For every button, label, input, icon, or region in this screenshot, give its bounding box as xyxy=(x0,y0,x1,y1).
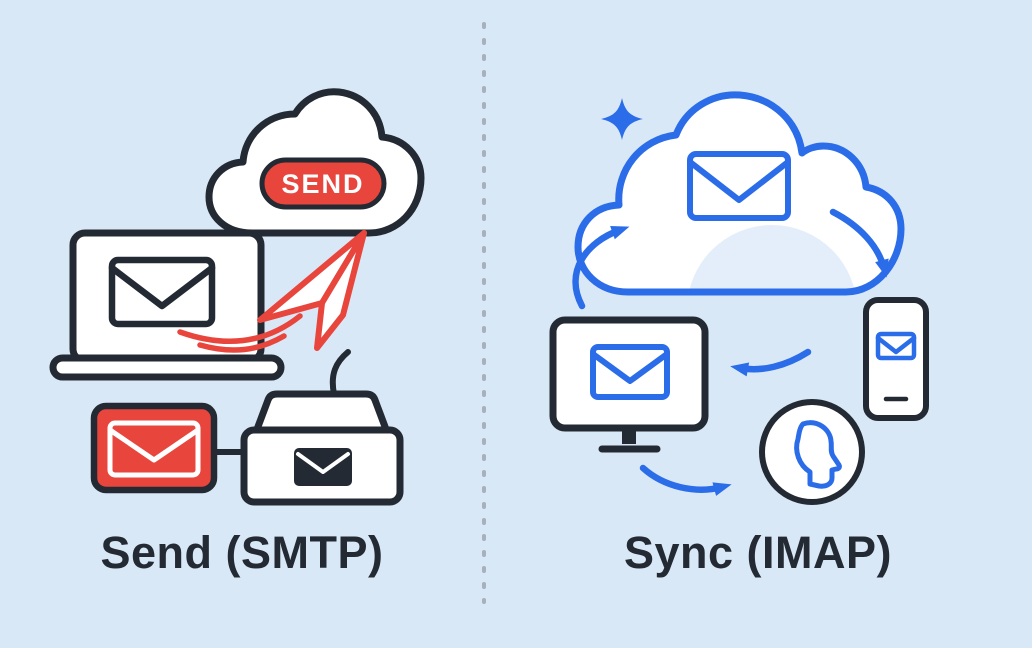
user-avatar-icon xyxy=(759,399,865,505)
imap-illustration xyxy=(549,91,929,505)
sync-arrow-up-icon xyxy=(572,226,630,310)
laptop-base xyxy=(49,354,285,381)
inbox-tray-icon xyxy=(240,390,404,506)
smtp-caption: Send (SMTP) xyxy=(100,527,384,578)
sync-arrow-right-icon xyxy=(639,464,732,496)
email-card-icon xyxy=(90,402,218,494)
sync-arrow-down-icon xyxy=(829,208,889,278)
laptop-envelope-icon xyxy=(108,256,216,328)
monitor-icon xyxy=(549,316,709,453)
send-pill xyxy=(259,157,387,210)
cloud-inner-glow xyxy=(687,225,857,292)
tray-connector-line xyxy=(329,349,351,397)
cloud-outline xyxy=(574,91,905,296)
send-button-label: SEND xyxy=(281,169,364,199)
send-cloud-icon: SEND xyxy=(205,88,425,237)
send-button: SEND xyxy=(259,157,387,210)
avatar-circle xyxy=(759,399,865,505)
sync-arrows xyxy=(572,208,889,496)
smartphone-icon xyxy=(863,297,929,421)
monitor-stand xyxy=(622,428,636,444)
head-profile-icon xyxy=(794,420,842,489)
paper-plane-icon xyxy=(257,230,367,351)
sync-cloud-icon xyxy=(574,91,905,296)
imap-caption: Sync (IMAP) xyxy=(623,527,893,578)
tray-lid xyxy=(252,390,391,434)
smtp-illustration: SEND xyxy=(49,88,425,506)
cloud-envelope-icon xyxy=(687,151,791,221)
motion-lines-icon xyxy=(177,313,303,353)
laptop-icon xyxy=(49,229,285,381)
phone-envelope-icon xyxy=(875,331,917,361)
sparkle-icon xyxy=(601,98,643,140)
sync-arrow-left-icon xyxy=(730,348,812,377)
monitor-envelope-icon xyxy=(590,344,670,400)
tray-envelope-icon xyxy=(294,448,352,486)
card-envelope-icon xyxy=(107,420,201,478)
